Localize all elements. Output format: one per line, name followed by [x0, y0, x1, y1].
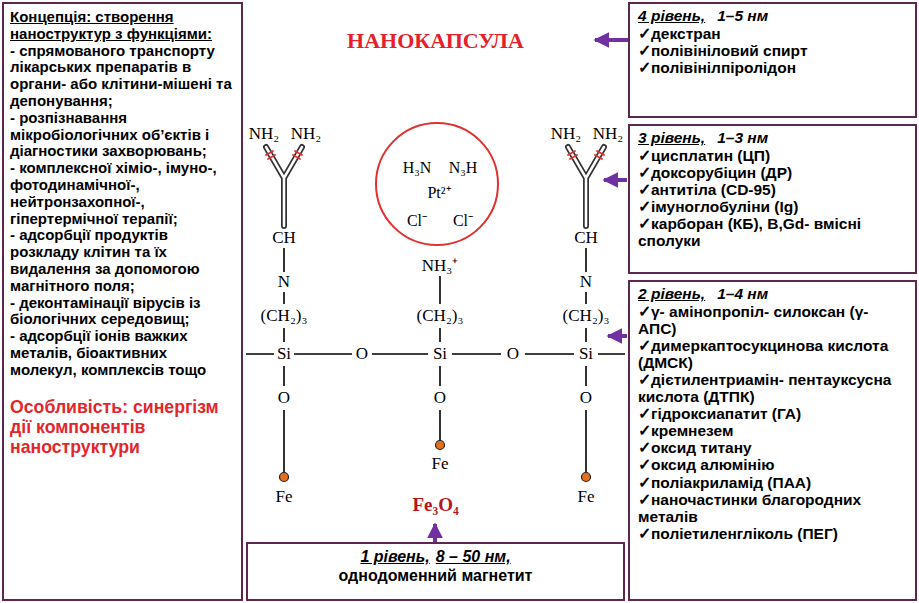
material-item: ✓карборан (КБ), B,Gd- вмісні сполуки — [638, 215, 907, 249]
chem-symbol: Si — [433, 344, 447, 364]
function-item: - розпізнавання мікробіологічних об’єкті… — [10, 110, 235, 160]
material-item: ✓імуноглобуліни (Ig) — [638, 198, 907, 215]
chem-symbol: Fe — [276, 487, 293, 507]
function-item: - адсорбції продуктів розкладу клітин та… — [10, 227, 235, 294]
heading-row: 3 рівень, 1–3 нм — [638, 129, 907, 146]
level-box: 1 рівень, 8 – 50 нм,однодоменний магнетит — [246, 542, 625, 601]
core-formula: Fe₃O₄ — [246, 494, 625, 516]
level-arrow — [604, 178, 627, 182]
formula-part: N₃H — [449, 159, 478, 177]
material-item: ✓дієтилентриамін- пентауксусна кислота (… — [638, 371, 907, 405]
function-item: - комплексної хіміо-, імуно-, фотодинамі… — [10, 160, 235, 227]
size-range: 8 – 50 нм, — [436, 548, 511, 566]
chem-symbol: Si — [579, 344, 593, 364]
level-box: 4 рівень, 1–5 нм✓декстран✓полівініловий с… — [628, 2, 917, 118]
material-item: ✓полівініловий спирт — [638, 42, 907, 59]
heading-row: 1 рівень, 8 – 50 нм, — [248, 548, 623, 566]
chem-symbol: CH — [272, 228, 296, 248]
size-range: 1–3 нм — [717, 129, 768, 146]
level-box: 3 рівень, 1–3 нм✓цисплатин (ЦП)✓доксорубі… — [628, 124, 917, 274]
level-name: 4 рівень, — [638, 7, 705, 24]
size-range: 1–4 нм — [717, 285, 768, 302]
level-box: 2 рівень, 1–4 нм✓γ- амінопропіл- силоксан… — [628, 280, 917, 601]
formula-part: Pt²⁺ — [427, 181, 450, 203]
material-item: ✓оксид титану — [638, 439, 907, 456]
chem-symbol: NH₂ — [291, 124, 321, 144]
heading: Концепція: створення наноструктур з функ… — [10, 9, 235, 43]
material-item: ✓оксид алюмінію — [638, 456, 907, 473]
material-item: ✓гідроксиапатит (ГА) — [638, 405, 907, 422]
material-item: ✓поліакриламід (ПАА) — [638, 474, 907, 491]
chem-symbol: O — [507, 344, 519, 364]
level-name: 3 рівень, — [638, 129, 705, 146]
platinum-complex: H₃N N₃H Pt²⁺Cl⁻ Cl⁻ — [375, 122, 499, 246]
material-item: ✓поліетиленгліколь (ПЕГ) — [638, 525, 907, 542]
heading-row: 4 рівень, 1–5 нм — [638, 7, 907, 24]
antibody — [266, 147, 604, 226]
material-item: ✓цисплатин (ЦП) — [638, 147, 907, 164]
material-item: ✓полівінілпіролідон — [638, 59, 907, 76]
function-item: - адсорбції іонів важких металів, біоакт… — [10, 328, 235, 378]
chem-symbol: NH₃⁺ — [422, 253, 458, 276]
level-arrow — [608, 334, 627, 338]
material-item: ✓кремнезем — [638, 422, 907, 439]
chem-symbol: N — [580, 272, 592, 292]
formula-part: Cl⁻ — [453, 209, 473, 231]
bond-lines — [246, 248, 625, 472]
size-range: 1–5 нм — [717, 7, 768, 24]
capsule-title: НАНОКАПСУЛА — [246, 28, 625, 54]
material-item: ✓димеркаптосукцинова кислота (ДМСК) — [638, 337, 907, 371]
chem-symbol: NH₂ — [551, 124, 581, 144]
function-item: - деконтамінації вірусів із біологічних … — [10, 295, 235, 329]
chem-symbol: (CH₂)₃ — [417, 306, 464, 326]
band-shape — [246, 0, 625, 126]
level-arrow — [595, 38, 628, 42]
level-name: 2 рівень, — [638, 285, 705, 302]
material-item: ✓доксорубіцин (ДР) — [638, 164, 907, 181]
chem-symbol: O — [356, 344, 368, 364]
iron-atom-dot — [280, 441, 591, 482]
silane-layer — [246, 235, 625, 545]
chem-symbol: (CH₂)₃ — [261, 306, 308, 326]
material-item: ✓антитіла (CD-95) — [638, 181, 907, 198]
chem-symbol: O — [278, 388, 290, 408]
chem-symbol: (CH₂)₃ — [563, 306, 610, 326]
chem-symbol: Fe — [578, 487, 595, 507]
formula-part: H₃N — [403, 159, 432, 177]
material-item: ✓декстран — [638, 25, 907, 42]
chem-symbol: N — [278, 272, 290, 292]
level-name: 1 рівень, — [360, 548, 429, 566]
chem-symbol: O — [434, 388, 446, 408]
chem-symbol: CH — [574, 228, 598, 248]
level-arrow — [433, 524, 437, 542]
chem-symbol: Fe — [432, 454, 449, 474]
material-item: ✓наночастинки благородних металів — [638, 491, 907, 525]
heading-row: 2 рівень, 1–4 нм — [638, 285, 907, 302]
chem-symbol: O — [580, 388, 592, 408]
material-item: ✓γ- амінопропіл- силоксан (γ- АПС) — [638, 303, 907, 337]
chem-symbol: Si — [277, 344, 291, 364]
chem-symbol: NH₂ — [593, 124, 623, 144]
concept-box: Концепція: створення наноструктур з функ… — [2, 2, 243, 601]
chem-symbol: NH₂ — [249, 124, 279, 144]
nanocapsule-band: НАНОКАПСУЛА — [246, 0, 625, 126]
formula-part: Cl⁻ — [407, 209, 427, 231]
feature-note: Особливість: синергізм дії компонентів н… — [10, 397, 235, 458]
function-item: - спрямованого транспорту лікарських пре… — [10, 43, 235, 110]
level-material: однодоменний магнетит — [248, 567, 623, 585]
